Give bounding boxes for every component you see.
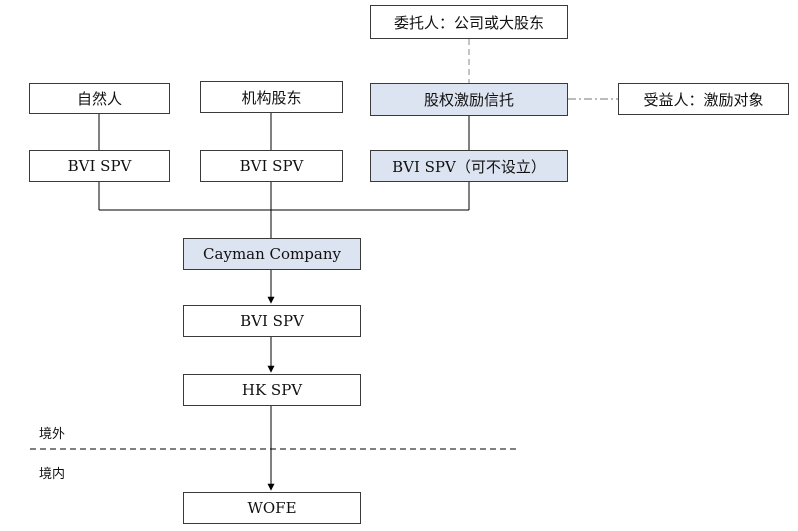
- bvi-spv-main-box: BVI SPV: [183, 305, 361, 337]
- bvi-spv-optional-box: BVI SPV（可不设立）: [370, 150, 568, 182]
- wofe-box: WOFE: [183, 492, 361, 524]
- wofe-label: WOFE: [247, 499, 297, 517]
- beneficiary-box: 受益人：激励对象: [618, 83, 789, 115]
- institutional-shareholder-box: 机构股东: [200, 81, 343, 113]
- cayman-company-box: Cayman Company: [183, 238, 361, 270]
- institutional-shareholder-label: 机构股东: [241, 88, 302, 107]
- settlor-box: 委托人：公司或大股东: [370, 5, 568, 39]
- settlor-label: 委托人：公司或大股东: [393, 13, 544, 32]
- bvi-spv-natural-label: BVI SPV: [67, 157, 132, 175]
- natural-person-box: 自然人: [29, 83, 170, 114]
- beneficiary-label: 受益人：激励对象: [643, 90, 764, 109]
- onshore-region-label: 境内: [39, 467, 66, 482]
- bvi-spv-institutional-box: BVI SPV: [200, 150, 343, 182]
- bvi-spv-optional-label: BVI SPV（可不设立）: [392, 157, 546, 176]
- bvi-spv-natural-box: BVI SPV: [29, 150, 170, 182]
- offshore-region-label: 境外: [39, 427, 66, 442]
- equity-incentive-trust-box: 股权激励信托: [370, 83, 568, 116]
- bvi-spv-institutional-label: BVI SPV: [239, 157, 304, 175]
- hk-spv-label: HK SPV: [241, 381, 303, 399]
- equity-incentive-trust-label: 股权激励信托: [423, 91, 514, 109]
- bvi-spv-main-label: BVI SPV: [240, 312, 304, 330]
- natural-person-label: 自然人: [76, 90, 122, 108]
- cayman-company-label: Cayman Company: [203, 245, 341, 263]
- hk-spv-box: HK SPV: [183, 374, 361, 406]
